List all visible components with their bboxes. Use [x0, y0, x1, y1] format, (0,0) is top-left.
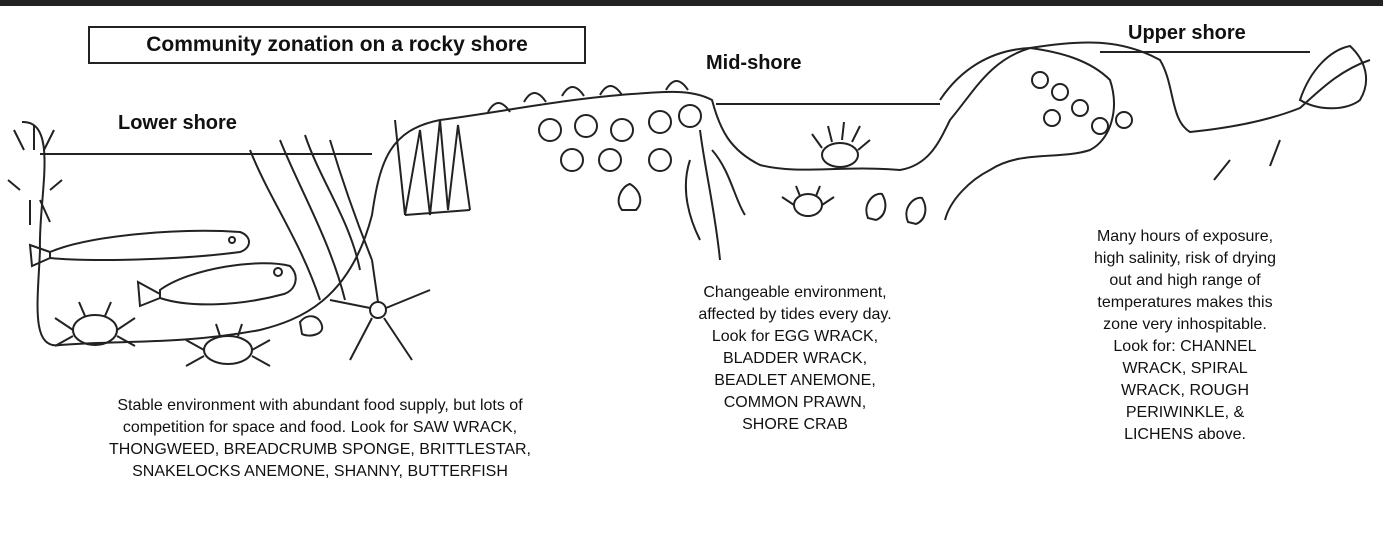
upper-description-line: temperatures makes this — [1060, 292, 1310, 314]
butterfish-icon — [30, 231, 249, 266]
crab-icon-lower-1 — [55, 302, 135, 346]
mid-shore-description: Changeable environment, affected by tide… — [670, 282, 920, 436]
mid-description-line: affected by tides every day. — [670, 304, 920, 326]
channel-wrack-icon — [940, 48, 1114, 220]
mid-description-line: COMMON PRAWN, — [670, 392, 920, 414]
barnacle-cluster-icon — [539, 105, 701, 171]
mid-description-line: BEADLET ANEMONE, — [670, 370, 920, 392]
snakelocks-anemone-icon — [8, 125, 62, 225]
upper-description-line: WRACK, SPIRAL — [1060, 358, 1310, 380]
mid-description-line: Look for EGG WRACK, — [670, 326, 920, 348]
spiral-wrack-icon — [1032, 72, 1132, 134]
breadcrumb-sponge-icon — [300, 316, 322, 335]
lower-description-line: SNAKELOCKS ANEMONE, SHANNY, BUTTERFISH — [20, 461, 620, 483]
lower-shore-description: Stable environment with abundant food su… — [20, 395, 620, 483]
mid-description-line: Changeable environment, — [670, 282, 920, 304]
beadlet-anemone-icon — [812, 122, 870, 167]
lichen-icon — [1214, 46, 1366, 180]
upper-shore-description: Many hours of exposure, high salinity, r… — [1060, 226, 1310, 446]
lower-description-line: competition for space and food. Look for… — [20, 417, 620, 439]
upper-description-line: WRACK, ROUGH — [1060, 380, 1310, 402]
mid-description-line: SHORE CRAB — [670, 414, 920, 436]
rough-periwinkle-icon — [866, 194, 925, 224]
upper-description-line: out and high range of — [1060, 270, 1310, 292]
shore-crab-icon — [782, 186, 834, 216]
upper-description-line: zone very inhospitable. — [1060, 314, 1310, 336]
periwinkle-icon — [619, 184, 641, 210]
upper-description-line: Look for: CHANNEL — [1060, 336, 1310, 358]
lower-description-line: Stable environment with abundant food su… — [20, 395, 620, 417]
shanny-icon — [138, 263, 296, 306]
thongweed-icon — [250, 135, 372, 300]
upper-description-line: Many hours of exposure, — [1060, 226, 1310, 248]
upper-description-line: PERIWINKLE, & — [1060, 402, 1310, 424]
lower-description-line: THONGWEED, BREADCRUMB SPONGE, BRITTLESTA… — [20, 439, 620, 461]
mid-description-line: BLADDER WRACK, — [670, 348, 920, 370]
upper-description-line: LICHENS above. — [1060, 424, 1310, 446]
upper-description-line: high salinity, risk of drying — [1060, 248, 1310, 270]
